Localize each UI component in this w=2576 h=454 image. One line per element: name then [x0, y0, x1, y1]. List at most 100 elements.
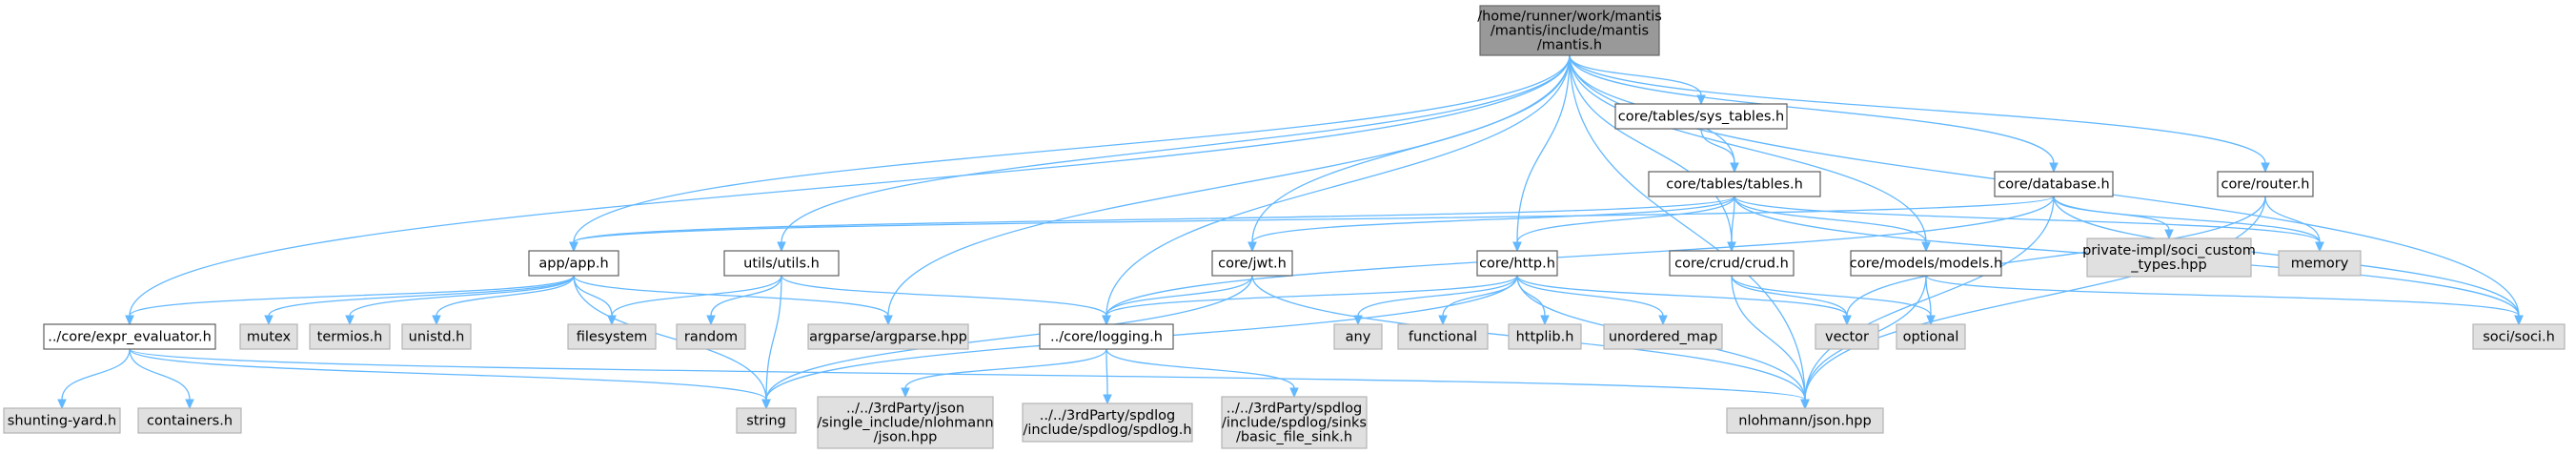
node-box — [1211, 250, 1293, 277]
node-core-models-models-h[interactable]: core/models/models.h — [1850, 250, 2002, 277]
edge-line — [1516, 275, 1848, 317]
edge-root-to-jwt — [1247, 54, 1571, 253]
node-box — [723, 250, 840, 277]
node-core-tables-sys-tables-h[interactable]: core/tables/sys_tables.h — [1614, 103, 1788, 130]
node-label: /single_include/nlohmann — [817, 416, 993, 431]
edge-app-to-mutex — [264, 275, 575, 326]
node-home-runner-work-mantis-mantis-include-mantis-mantis-h[interactable]: /home/runner/work/mantis/mantis/include/… — [1477, 5, 1662, 56]
edge-app-to-termios — [345, 275, 575, 326]
node-box — [1476, 250, 1558, 277]
edge-line — [1734, 196, 1927, 243]
node-memory: memory — [2278, 250, 2362, 277]
edge-line — [129, 348, 767, 401]
node-label: ../../3rdParty/json — [846, 402, 964, 417]
edge-arrowhead — [2261, 162, 2270, 174]
node-box — [3, 407, 121, 434]
node-containers-h: containers.h — [137, 407, 242, 434]
edge-line — [887, 54, 1571, 317]
edge-line — [573, 275, 889, 317]
edge-arrowhead — [1926, 315, 1936, 326]
node-core-jwt-h[interactable]: core/jwt.h — [1211, 250, 1293, 277]
node-label: memory — [2291, 257, 2349, 272]
edge-line — [1569, 54, 2055, 164]
edge-tables-to-app — [569, 196, 1735, 253]
edge-utils-to-logging — [781, 275, 1111, 326]
edge-line — [1731, 275, 1932, 317]
edge-arrowhead — [1438, 315, 1448, 326]
node-label: ../core/logging.h — [1050, 330, 1163, 345]
node-app-app-h[interactable]: app/app.h — [528, 250, 619, 277]
edge-arrowhead — [706, 315, 716, 326]
node-box — [1333, 323, 1383, 350]
node-core-tables-tables-h[interactable]: core/tables/tables.h — [1648, 171, 1821, 197]
edge-line — [349, 275, 575, 317]
node-termios-h: termios.h — [309, 323, 391, 350]
edge-line — [1569, 54, 1733, 243]
node-box — [1850, 250, 2002, 277]
node-label: random — [684, 330, 738, 345]
node-core-router-h[interactable]: core/router.h — [2217, 171, 2314, 197]
node-box — [817, 396, 994, 449]
edge-line — [781, 275, 1107, 317]
edge-line — [1925, 275, 2520, 317]
edge-line — [1731, 196, 1735, 243]
edge-line — [1251, 196, 1735, 243]
edge-http-to-functional — [1438, 275, 1518, 326]
node-private-impl-soci-custom-types-hpp: private-impl/soci_custom_types.hpp — [2082, 237, 2256, 278]
node-core-http-h[interactable]: core/http.h — [1476, 250, 1558, 277]
node-label: argparse/argparse.hpp — [809, 330, 967, 345]
edge-router-to-memory — [2264, 196, 2324, 253]
node-core-expr-evaluator-h[interactable]: ../core/expr_evaluator.h — [43, 323, 216, 350]
node-utils-utils-h[interactable]: utils/utils.h — [723, 250, 840, 277]
node-core-database-h[interactable]: core/database.h — [1994, 171, 2114, 197]
edge-line — [573, 196, 2055, 243]
node-label: vector — [1825, 330, 1869, 345]
node-label: ../../3rdParty/spdlog — [1040, 408, 1176, 423]
edge-line — [129, 275, 575, 317]
node-box — [43, 323, 216, 350]
edge-crud-to-vector — [1731, 275, 1852, 326]
node-unordered-map: unordered_map — [1603, 323, 1723, 350]
edge-logging-to-sink — [1105, 348, 1299, 399]
edge-router-to-json — [1800, 196, 2266, 410]
node-box — [2086, 237, 2252, 278]
node-core-logging-h[interactable]: ../core/logging.h — [1039, 323, 1174, 350]
edge-tables-to-jwt — [1247, 196, 1735, 253]
edge-line — [611, 275, 782, 317]
node-box — [1221, 396, 1368, 449]
edge-line — [1105, 348, 1295, 389]
edge-arrowhead — [1103, 394, 1112, 405]
node-label: core/models/models.h — [1850, 257, 2002, 272]
node-label: core/jwt.h — [1218, 257, 1287, 272]
node-box — [401, 323, 472, 350]
node-label: core/router.h — [2221, 177, 2309, 193]
node-label: ../../3rdParty/spdlog — [1227, 402, 1363, 417]
edge-jwt-to-logging — [1102, 275, 1253, 326]
edge-line — [781, 54, 1571, 243]
node-3rdparty-spdlog-include-spdlog-sinks-basic-file-sink-h: ../../3rdParty/spdlog/include/spdlog/sin… — [1221, 396, 1368, 449]
edge-database-to-app — [569, 196, 2055, 253]
edge-line — [710, 275, 782, 317]
edge-arrowhead — [2049, 162, 2059, 174]
node-label: nlohmann/json.hpp — [1738, 414, 1871, 429]
node-vector: vector — [1815, 323, 1879, 350]
edge-arrowhead — [1842, 315, 1852, 326]
edge-http-to-logging — [1102, 275, 1518, 326]
node-3rdparty-json-single-include-nlohmann-json-hpp: ../../3rdParty/json/single_include/nlohm… — [817, 396, 994, 449]
edge-line — [1569, 54, 1927, 243]
node-label: /basic_file_sink.h — [1236, 430, 1352, 445]
node-label: /include/spdlog/spdlog.h — [1023, 423, 1191, 438]
edge-root-to-expr — [125, 54, 1571, 326]
node-label: optional — [1903, 330, 1959, 345]
node-core-crud-crud-h[interactable]: core/crud/crud.h — [1669, 250, 1795, 277]
edge-sys_tables-to-tables — [1700, 128, 1739, 174]
edge-root-to-app — [569, 54, 1571, 253]
edge-app-to-argparse — [573, 275, 893, 326]
edge-line — [129, 348, 191, 401]
node-argparse-argparse-hpp: argparse/argparse.hpp — [807, 323, 969, 350]
node-label: filesystem — [577, 330, 648, 345]
edge-line — [1700, 128, 1735, 164]
edge-line — [1516, 196, 1735, 243]
edge-line — [268, 275, 575, 317]
